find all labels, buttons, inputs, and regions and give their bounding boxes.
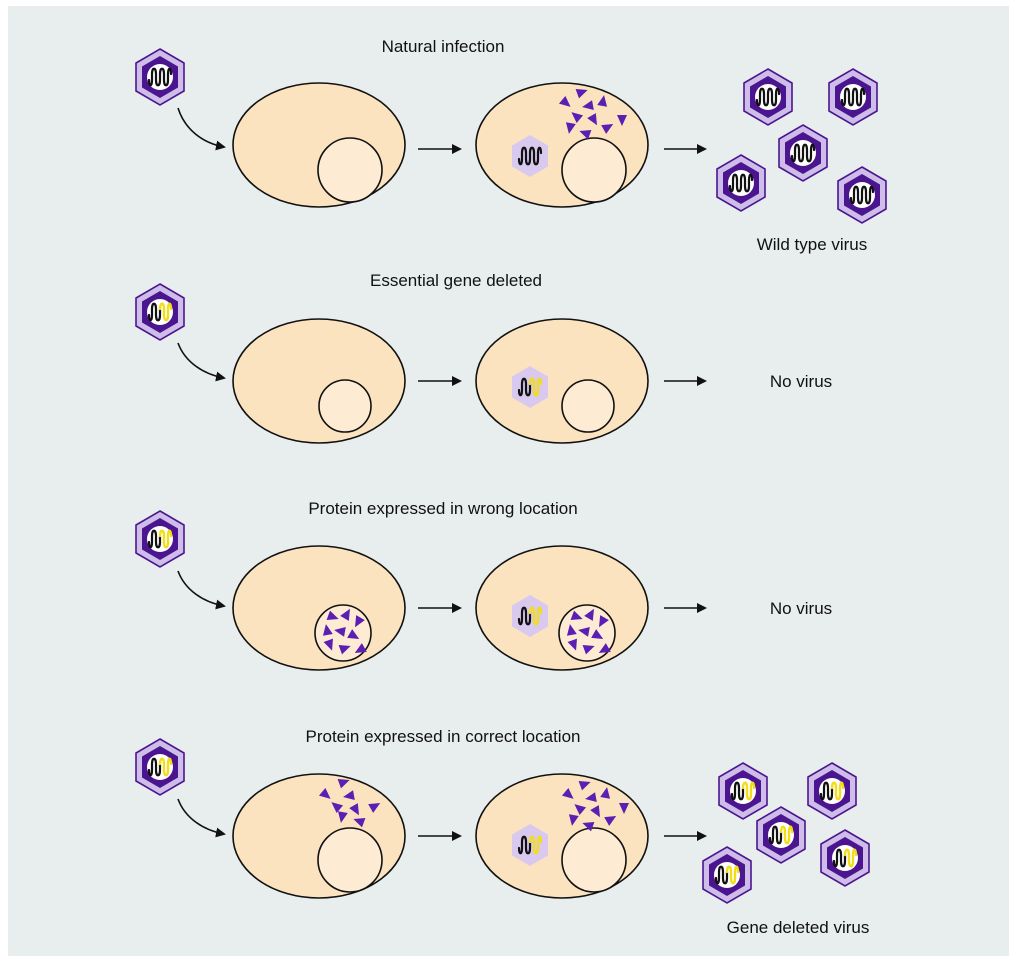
virus-particle-icon: [717, 155, 765, 211]
nucleus: [318, 138, 382, 202]
host-cell: [233, 319, 405, 443]
result-label: Wild type virus: [757, 235, 868, 254]
virus-particle-icon: [744, 69, 792, 125]
row-natural-infection: Natural infection Wi: [136, 37, 886, 254]
virus-particle-icon: [719, 763, 767, 819]
host-cell: [233, 774, 405, 898]
row-wrong-location: Protein expressed in wrong location: [136, 499, 832, 670]
nucleus: [318, 828, 382, 892]
virus-particle-icon: [838, 167, 886, 223]
result-label: No virus: [770, 372, 832, 391]
arrow-icon: [178, 571, 224, 606]
host-cell: [233, 546, 405, 670]
nucleus: [562, 828, 626, 892]
virus-particle-icon: [136, 511, 184, 567]
arrow-icon: [178, 343, 224, 378]
result-label: Gene deleted virus: [727, 918, 870, 937]
nucleus: [562, 138, 626, 202]
host-cell: [476, 319, 648, 443]
virus-particle-icon: [821, 830, 869, 886]
row-title: Protein expressed in wrong location: [308, 499, 577, 518]
virus-particle-icon: [808, 763, 856, 819]
row-essential-gene-deleted: Essential gene deleted No virus: [136, 271, 832, 443]
host-cell: [233, 83, 405, 207]
host-cell: [476, 774, 648, 898]
virus-particle-icon: [757, 807, 805, 863]
progeny-virions: [703, 763, 869, 903]
virus-particle-icon: [136, 49, 184, 105]
virus-particle-icon: [136, 284, 184, 340]
arrow-icon: [178, 108, 224, 147]
host-cell: [476, 546, 648, 670]
nucleus: [562, 380, 614, 432]
row-title: Essential gene deleted: [370, 271, 542, 290]
virus-particle-icon: [136, 739, 184, 795]
nucleus: [319, 380, 371, 432]
arrow-icon: [178, 799, 224, 834]
virus-particle-icon: [703, 847, 751, 903]
row-correct-location: Protein expressed in correct location: [136, 727, 869, 937]
virus-particle-icon: [779, 125, 827, 181]
virus-particle-icon: [829, 69, 877, 125]
result-label: No virus: [770, 599, 832, 618]
row-title: Natural infection: [382, 37, 505, 56]
row-title: Protein expressed in correct location: [306, 727, 581, 746]
progeny-virions: [717, 69, 886, 223]
